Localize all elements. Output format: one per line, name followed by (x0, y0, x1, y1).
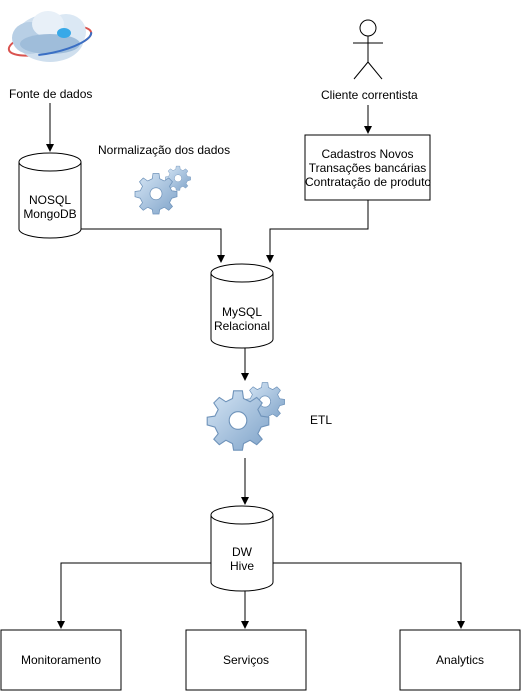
process-line-3: Contratação de produto (305, 175, 432, 189)
edge-dw-to-monitoring (57, 562, 211, 629)
analytics-box (399, 629, 521, 691)
services-box (185, 629, 307, 691)
dw-line-1: DW (232, 545, 252, 559)
dw-line-2: Hive (229, 559, 254, 573)
etl-gears-icon (206, 382, 285, 451)
normalization-label: Normalização dos dados (98, 143, 231, 157)
monitoring-label: Monitoramento (20, 653, 102, 667)
source-label: Fonte de dados (8, 87, 94, 101)
normalization-gears-icon (134, 165, 191, 215)
client-label: Cliente correntista (320, 88, 419, 102)
dw-cylinder (210, 505, 274, 592)
mysql-cylinder (210, 263, 274, 349)
mysql-text: MySQL Relacional (211, 305, 273, 333)
process-line-2: Transações bancárias (308, 161, 427, 175)
process-box (304, 134, 431, 201)
mysql-line-1: MySQL (221, 305, 262, 319)
edge-dw-to-analytics (273, 562, 465, 629)
dw-text: DW Hive (211, 545, 273, 573)
monitoring-box (0, 629, 122, 691)
services-label: Serviços (222, 653, 269, 667)
edge-process-to-mysql (266, 200, 369, 263)
mysql-line-2: Relacional (213, 319, 271, 333)
nosql-text: NOSQL MongoDB (19, 193, 81, 221)
nosql-line-2: MongoDB (23, 207, 77, 221)
process-line-1: Cadastros Novos (321, 147, 414, 161)
process-box-text: Cadastros Novos Transações bancárias Con… (305, 147, 432, 189)
nosql-line-1: NOSQL (28, 193, 71, 207)
etl-label: ETL (310, 413, 333, 427)
cloud-data-icon (7, 11, 93, 62)
actor-icon (353, 19, 383, 80)
edge-nosql-to-mysql (81, 228, 225, 263)
nosql-cylinder (18, 152, 82, 239)
analytics-label: Analytics (435, 653, 485, 667)
